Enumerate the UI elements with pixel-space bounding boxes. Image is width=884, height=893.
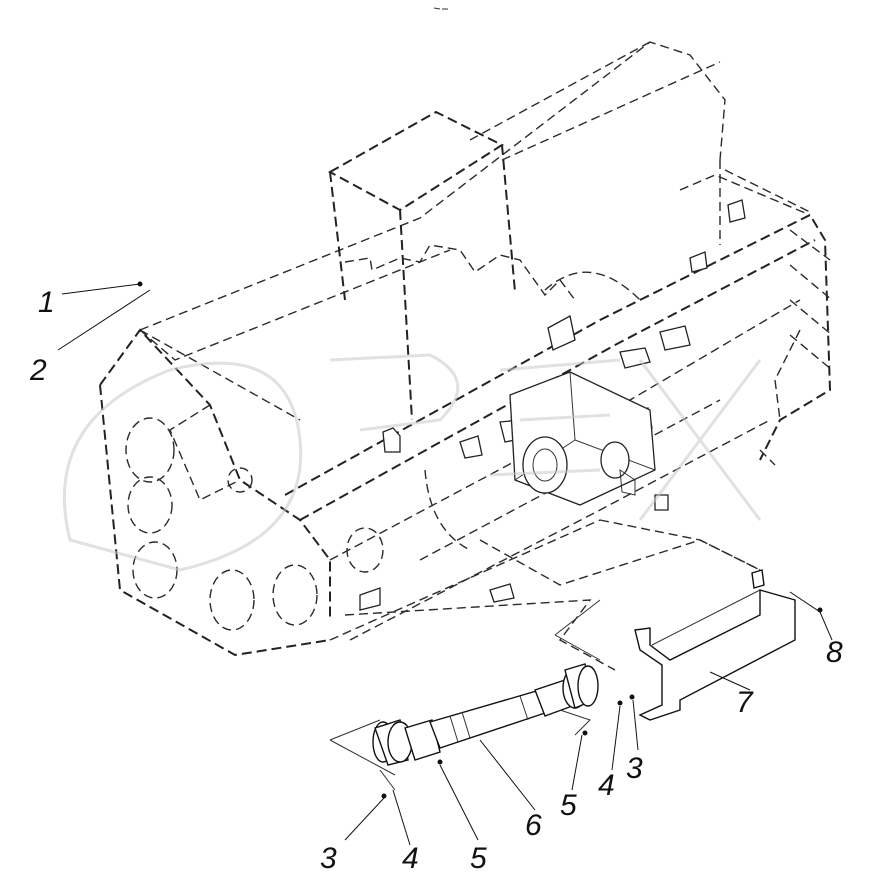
callout-3-upper: 3 [626,752,643,785]
top-mark [433,7,448,10]
frame-outline [99,41,833,671]
shaft-connectors [329,599,601,791]
watermark [62,353,762,572]
fastener-dots [137,281,823,799]
cardan-shaft-6 [372,663,599,766]
callout-2: 2 [29,354,47,387]
callout-6: 6 [525,809,542,842]
callout-5: 5 [470,842,487,875]
callout-3: 3 [320,842,337,875]
callout-4: 4 [402,842,419,875]
central-housing [509,371,656,506]
callout-7: 7 [736,686,754,719]
guard-plate-7 [634,569,796,721]
callout-4-upper: 4 [598,769,615,802]
housing-flanges [125,417,384,631]
guard-leader-dash [599,519,761,571]
callout-1: 1 [38,286,55,319]
callout-8: 8 [826,636,843,669]
callout-5-upper: 5 [560,789,577,822]
leader-lines [57,283,833,846]
